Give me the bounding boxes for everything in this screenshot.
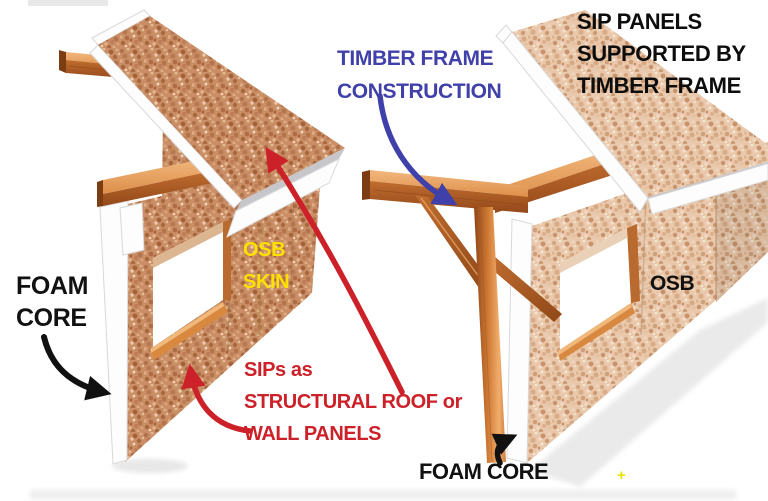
right-wall-shadow bbox=[530, 298, 768, 487]
roof-osb-face bbox=[512, 10, 768, 198]
front-eave-beam bbox=[362, 170, 528, 213]
foam-core-edge-right-wall bbox=[506, 218, 533, 464]
left-knee-brace bbox=[415, 195, 492, 288]
window-jamb bbox=[627, 224, 640, 303]
right-structure bbox=[362, 10, 768, 487]
right-window-opening bbox=[558, 224, 640, 361]
scan-artifact-top bbox=[28, 0, 108, 6]
label-timber-frame-construction: TIMBER FRAME CONSTRUCTION bbox=[337, 47, 502, 103]
label-sips-structural-panels: SIPs as STRUCTURAL ROOF or WALL PANELS bbox=[244, 359, 462, 445]
corner-post bbox=[474, 207, 506, 463]
label-sip-panels-supported: SIP PANELS SUPPORTED BY TIMBER FRAME bbox=[577, 9, 746, 98]
roof-eave-foam-cap bbox=[226, 157, 340, 239]
roof-eave-shadow bbox=[236, 148, 345, 211]
label-osb-right: OSB bbox=[650, 272, 695, 295]
label-foam-core-bottom: FOAM CORE bbox=[419, 459, 549, 484]
black-arrow-foam-right bbox=[491, 433, 518, 466]
panel-seam bbox=[258, 202, 264, 336]
rear-knee-brace bbox=[488, 256, 562, 322]
plus-mark: + bbox=[617, 467, 626, 484]
annotation-arrows bbox=[41, 93, 518, 466]
left-wall-shadow bbox=[112, 459, 188, 473]
left-window-opening bbox=[150, 219, 231, 360]
label-foam-core-left: FOAM CORE bbox=[16, 272, 88, 332]
panel-seam bbox=[640, 195, 647, 336]
foam-core-chip bbox=[119, 202, 145, 256]
scan-artifact-bottom bbox=[30, 490, 736, 499]
window-reveal-top bbox=[153, 222, 223, 268]
label-osb-skin: OSB SKIN bbox=[243, 239, 290, 293]
blue-arrow-timber-frame bbox=[377, 93, 458, 206]
red-arrow-wall-panel bbox=[181, 363, 253, 434]
left-header-beam bbox=[97, 157, 213, 207]
window-reveal-top bbox=[560, 228, 627, 273]
window-sill bbox=[150, 302, 228, 360]
window-jamb bbox=[223, 219, 231, 301]
right-sip-roof-panel bbox=[495, 10, 768, 215]
red-arrow-roof-panel bbox=[265, 146, 405, 395]
window-sill-highlight bbox=[558, 303, 632, 355]
black-arrow-foam-left bbox=[41, 334, 112, 401]
window-sill-highlight bbox=[150, 302, 224, 353]
